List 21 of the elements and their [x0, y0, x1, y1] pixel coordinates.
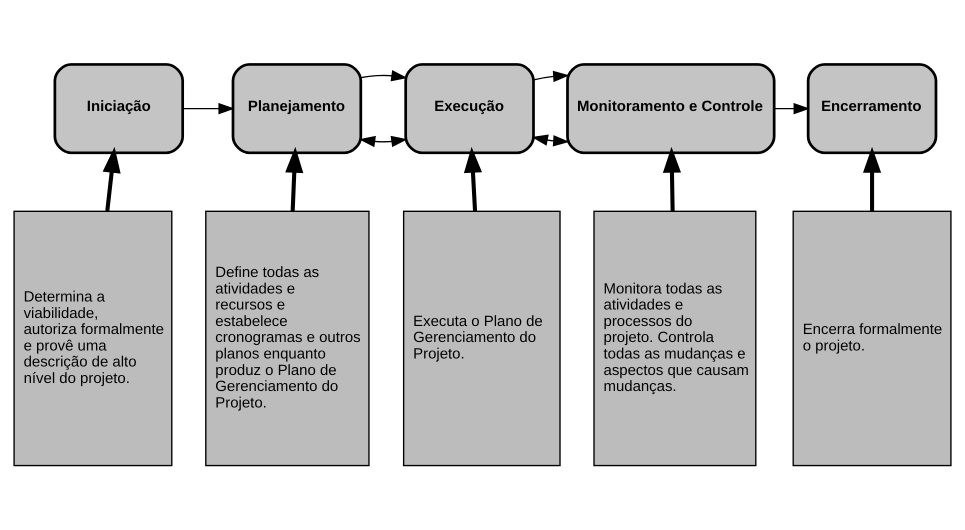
arrow — [863, 146, 882, 211]
arrow — [534, 70, 570, 82]
node-box: Executa o Plano de Gerenciamento do Projeto. — [402, 210, 561, 466]
node-box: Monitoramento e Controle — [566, 63, 776, 154]
arrow — [102, 146, 121, 212]
arrow — [662, 146, 682, 211]
node-box: Execução — [404, 63, 535, 154]
arrow — [182, 102, 235, 114]
arrow — [464, 146, 482, 212]
node-box: Encerra formalmente o projeto. — [792, 210, 952, 466]
node-box: Define todas as atividades e recursos e estabelece cronogramas e outros planos enquanto produz o Plano de Gerenciamento do Projeto. — [205, 210, 370, 466]
arrow — [358, 136, 408, 148]
arrow — [532, 134, 570, 147]
arrow — [360, 70, 408, 82]
arrow — [285, 146, 304, 211]
node-box: Determina a viabilidade, autoriza formalmente e provê uma descrição de alto nível do projeto. — [13, 210, 172, 466]
node-box: Planejamento — [232, 63, 362, 154]
arrow — [774, 102, 810, 114]
node-box: Monitora todas as atividades e processos do projeto. Controla todas as mudanças e aspectos que causam mudanças. — [593, 210, 756, 466]
node-box: Encerramento — [806, 63, 938, 154]
node-box: Iniciação — [54, 63, 184, 154]
